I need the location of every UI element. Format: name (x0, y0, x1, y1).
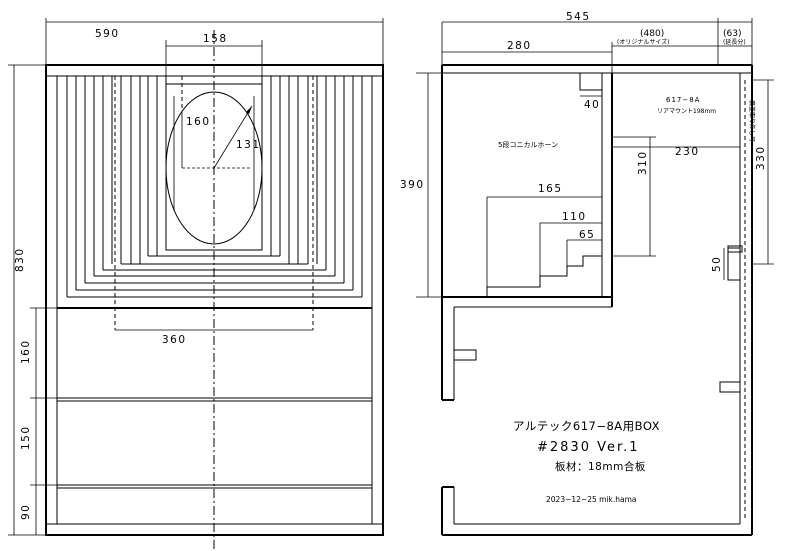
dim-side-depth: 545 (566, 11, 591, 23)
dim-side-height-330: 330 (755, 145, 767, 170)
dim-front-height: 830 (14, 247, 26, 272)
label-rear-mount: リアマウント198mm (657, 107, 716, 115)
front-view: 590 158 160 131 360 830 160 150 90 (8, 18, 384, 551)
drawing-title: アルテック617−8A用BOX (513, 419, 660, 433)
dim-side-horn-65: 65 (579, 229, 595, 241)
dim-side-horn-depth: 280 (507, 40, 532, 52)
dim-side-original: (480) (640, 29, 664, 39)
dim-front-radius-b: 131 (236, 139, 261, 151)
drawing-date-author: 2023−12−25 mik.hama (546, 495, 637, 504)
front-driver-opening (165, 91, 263, 245)
label-removable-panel: 裏蓋取り外し可 (748, 100, 756, 142)
dim-front-width: 590 (95, 28, 120, 40)
dim-front-inner: 360 (162, 334, 187, 346)
dim-front-opening: 158 (203, 33, 228, 45)
dim-front-section-3: 90 (20, 504, 32, 520)
dim-front-section-2: 150 (20, 425, 32, 450)
dim-side-height-390: 390 (400, 179, 425, 191)
side-port-stub (453, 349, 477, 361)
dim-side-height-50: 50 (711, 256, 723, 272)
dim-side-horn-110: 110 (562, 211, 587, 223)
dim-side-step-40: 40 (584, 99, 600, 111)
label-horn: 5段コニカルホーン (498, 140, 558, 149)
title-block: アルテック617−8A用BOX #2830 Ver.1 板材：18mm合板 20… (513, 419, 660, 504)
drawing-material: 板材：18mm合板 (555, 460, 646, 473)
dim-side-height-310: 310 (637, 150, 649, 175)
side-view: 545 (480) (オリジナルサイズ) (63) (延長分) 280 40 3… (400, 11, 774, 536)
dim-front-section-1: 160 (20, 339, 32, 364)
dim-side-depth-230: 230 (675, 146, 700, 158)
dim-side-extension-note: (延長分) (723, 38, 746, 46)
label-driver-model: 617−8A (666, 96, 700, 104)
dim-side-extension: (63) (723, 29, 741, 39)
dim-front-radius-a: 160 (186, 116, 211, 128)
drawing-number: #2830 Ver.1 (537, 440, 640, 455)
dim-side-original-note: (オリジナルサイズ) (617, 38, 670, 46)
dim-side-horn-165: 165 (538, 183, 563, 195)
